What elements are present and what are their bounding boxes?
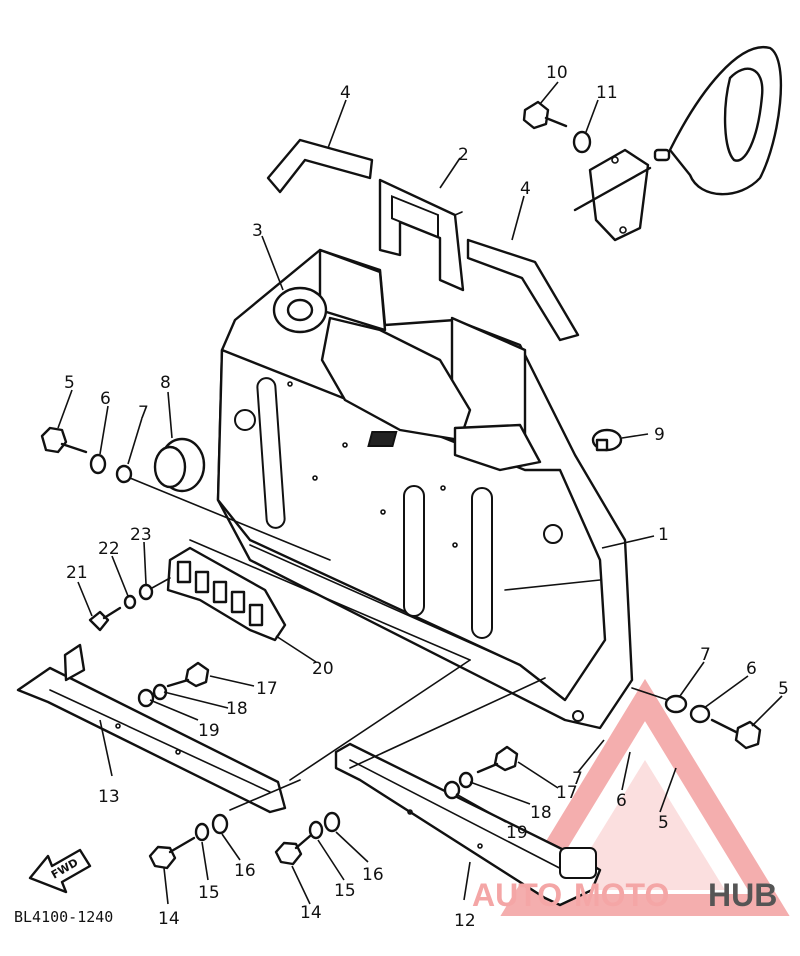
watermark-logo	[500, 678, 790, 916]
roller-part-8	[153, 437, 206, 493]
watermark-text: AUTO MOTO HUB	[472, 877, 777, 913]
callout-14-left: 14	[158, 909, 180, 929]
assembly-guide-lines	[189, 539, 546, 811]
bolt-set-right	[631, 687, 762, 750]
callout-13: 13	[98, 787, 120, 807]
plate-part-2	[378, 178, 465, 292]
bolt-set-14-left	[148, 813, 229, 870]
callout-5-right: 5	[778, 679, 789, 699]
bolt-set-17-left	[137, 661, 210, 708]
forward-arrow: FWD	[28, 848, 92, 894]
callout-23: 23	[130, 525, 152, 545]
watermark-triangle	[500, 678, 790, 916]
callout-21: 21	[66, 563, 88, 583]
callout-22: 22	[98, 539, 120, 559]
callout-12: 12	[454, 911, 476, 931]
leader-lines	[57, 81, 783, 905]
callout-18-right: 18	[530, 803, 552, 823]
callout-4-right: 4	[520, 179, 531, 199]
callout-16-left: 16	[234, 861, 256, 881]
callout-6-left: 6	[100, 389, 111, 409]
callout-18-left: 18	[226, 699, 248, 719]
rail-part-13	[16, 643, 287, 814]
diagram-code: BL4100-1240	[14, 908, 113, 926]
bolt-part-10	[522, 100, 568, 130]
bolt-set-left	[40, 426, 331, 561]
callout-7-right: 7	[700, 645, 711, 665]
callout-2: 2	[458, 145, 469, 165]
rubber-strip-right	[466, 238, 580, 342]
callout-11: 11	[596, 83, 618, 103]
rail-part-12	[334, 742, 602, 907]
callout-17-left: 17	[256, 679, 278, 699]
callout-20: 20	[312, 659, 334, 679]
callout-7-left: 7	[138, 403, 149, 423]
callout-1: 1	[658, 525, 669, 545]
callout-7-lower: 7	[572, 769, 583, 789]
callout-15-right: 15	[334, 881, 356, 901]
bolt-set-17-right	[443, 745, 519, 800]
tilt-handle	[573, 45, 783, 242]
rubber-strip-left	[266, 138, 374, 194]
callout-10: 10	[546, 63, 568, 83]
callout-14-right: 14	[300, 903, 322, 923]
main-bracket	[216, 248, 634, 730]
callout-17-right: 17	[556, 783, 578, 803]
callout-3: 3	[252, 221, 263, 241]
callout-6-right: 6	[746, 659, 757, 679]
callout-16-right: 16	[362, 865, 384, 885]
callout-4-left: 4	[340, 83, 351, 103]
callout-19-left: 19	[198, 721, 220, 741]
watermark-moto: MOTO	[574, 877, 669, 913]
callout-8: 8	[160, 373, 171, 393]
grommet-part-3	[272, 286, 328, 334]
callout-15-left: 15	[198, 883, 220, 903]
bolt-set-14-right	[274, 811, 341, 866]
watermark-auto: AUTO	[472, 877, 562, 913]
cap-part-9	[591, 428, 623, 452]
callout-5-lower: 5	[658, 813, 669, 833]
callout-numbers: 1 2 3 4 4 5 5 5 6 6 6 7 7 7 8 9 10 11 12…	[64, 63, 789, 931]
watermark-triangle-inner	[565, 760, 725, 890]
clamp-block-part-20	[166, 546, 287, 642]
callout-6-lower: 6	[616, 791, 627, 811]
callout-9: 9	[654, 425, 665, 445]
screw-set-21	[88, 577, 171, 632]
watermark-hub: HUB	[708, 877, 777, 913]
callout-5-left: 5	[64, 373, 75, 393]
washer-part-11	[572, 130, 592, 154]
callout-19-right: 19	[506, 823, 528, 843]
